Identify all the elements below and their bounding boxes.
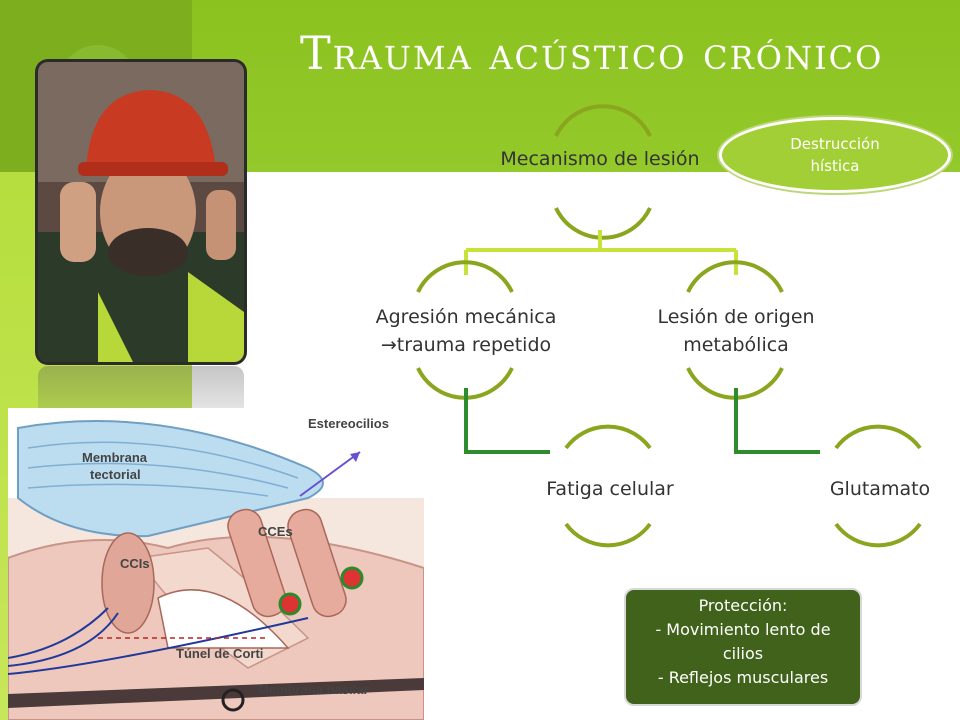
root-arc-top [554,104,652,137]
child1-arc-bottom [564,522,652,548]
connector-branch1-child [464,388,550,454]
child1-arc-top [564,424,652,450]
label-membrana-tectorial-2: tectorial [90,467,141,482]
worker-photo [38,62,244,362]
label-estereocilios: Estereocilios [308,416,389,431]
node-lesion-metabolica: Lesión de origen metabólica [657,306,815,356]
node-glutamato: Glutamato [829,478,931,500]
connector-branch2-child [734,388,820,454]
label-membrana-basilar: Membrana basilar [258,682,369,697]
destruccion-text: Destrucción hística [790,135,880,175]
node-fatiga-celular: Fatiga celular [546,478,674,500]
header-divider-line [192,172,960,176]
label-ccis: CCIs [120,556,150,571]
node-agresion-mecanica: Agresión mecánica →trauma repetido [375,306,557,356]
child2-arc-top [834,424,922,450]
slide-title: Trauma acústico crónico [300,26,884,80]
organ-of-corti-illustration: Estereocilios Membrana tectorial CCEs CC… [8,408,424,720]
node-root: Mecanismo de lesión [500,148,700,170]
label-cces: CCEs [258,524,293,539]
proteccion-line-1: - Movimiento lento de cilios [655,620,831,663]
proteccion-line-2: - Reflejos musculares [657,668,829,687]
branch2-arc-top [686,260,784,293]
proteccion-title: Protección: [698,596,788,615]
worker-photo-art [38,62,244,362]
label-membrana-tectorial-1: Membrana [82,450,148,465]
root-arc-bottom [554,207,652,240]
connector-level-1 [464,230,738,275]
child2-arc-bottom [834,522,922,548]
proteccion-callout: Protección: - Movimiento lento de cilios… [624,588,862,706]
cochlea-art: Estereocilios Membrana tectorial CCEs CC… [8,408,424,720]
destruccion-callout: Destrucción hística [722,120,948,190]
label-tunel-de-corti: Túnel de Corti [176,646,263,661]
branch1-arc-top [416,260,514,293]
